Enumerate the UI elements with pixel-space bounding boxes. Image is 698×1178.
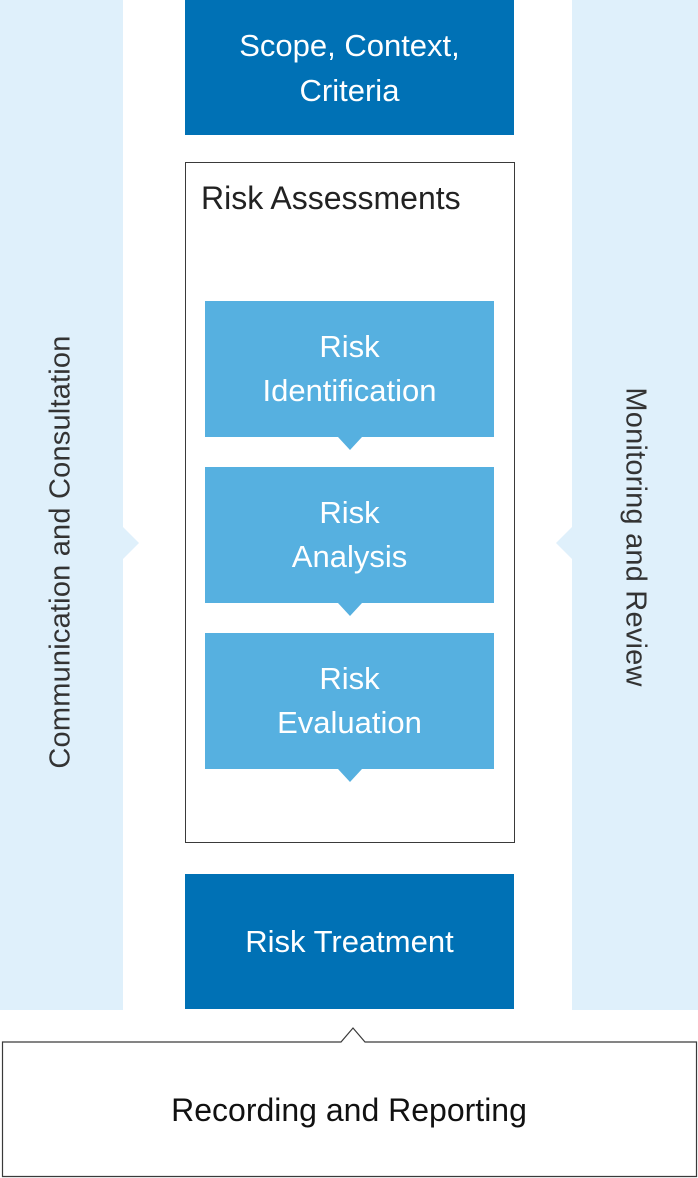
- risk-identification-box: Risk Identification: [205, 301, 494, 437]
- scope-context-criteria-box: Scope, Context, Criteria: [185, 0, 514, 135]
- risk-analysis-box: Risk Analysis: [205, 467, 494, 603]
- risk-evaluation-line-2: Evaluation: [277, 705, 422, 740]
- recording-reporting-box: [1, 1027, 698, 1178]
- scope-box-line-2: Criteria: [299, 72, 400, 108]
- risk-analysis-line-1: Risk: [319, 495, 380, 530]
- scope-box-line-1: Scope, Context,: [239, 27, 460, 63]
- communication-band: [0, 0, 123, 1010]
- risk-identification-line-1: Risk: [319, 329, 380, 364]
- recording-box-outline: [1, 1027, 698, 1178]
- communication-band-pointer: [123, 527, 139, 559]
- risk-analysis-line-2: Analysis: [291, 539, 408, 574]
- down-arrow-icon: [338, 603, 362, 616]
- risk-assessments-title: Risk Assessments: [201, 180, 461, 216]
- down-arrow-icon: [338, 437, 362, 450]
- risk-evaluation-box: Risk Evaluation: [205, 633, 494, 769]
- monitoring-band-label: Monitoring and Review: [619, 387, 652, 687]
- down-arrow-icon: [338, 769, 362, 782]
- monitoring-band: [572, 0, 698, 1010]
- risk-treatment-box: Risk Treatment: [185, 874, 514, 1009]
- risk-evaluation-line-1: Risk: [319, 661, 380, 696]
- communication-band-label: Communication and Consultation: [44, 335, 77, 769]
- monitoring-band-pointer: [556, 527, 572, 559]
- risk-identification-line-2: Identification: [262, 373, 437, 408]
- recording-reporting-label: Recording and Reporting: [171, 1092, 527, 1128]
- risk-treatment-label: Risk Treatment: [245, 924, 454, 959]
